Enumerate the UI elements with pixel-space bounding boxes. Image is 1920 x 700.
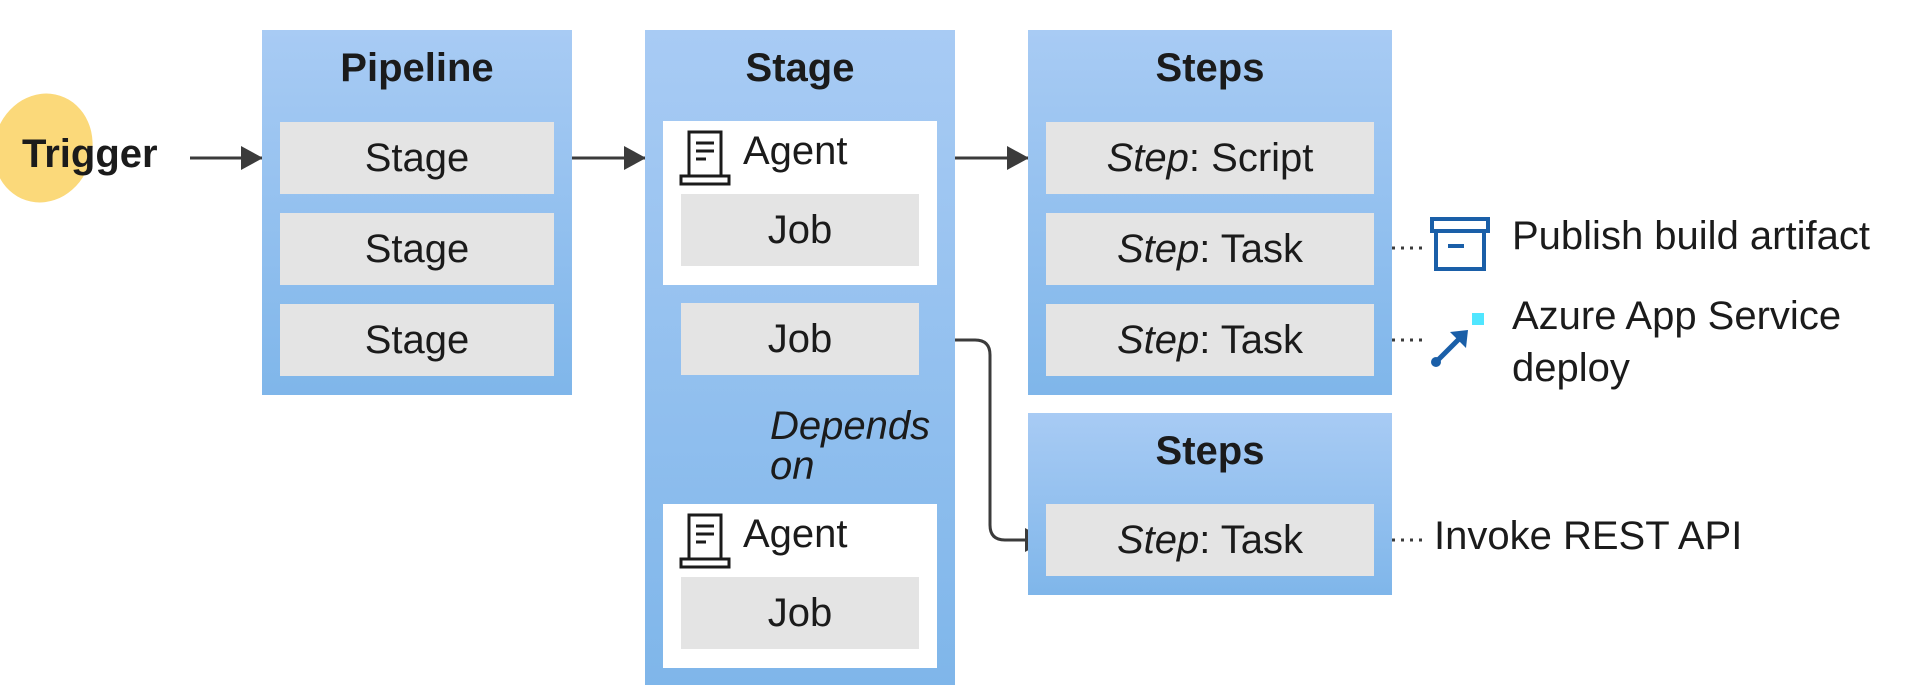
depends-on-line-1: Depends xyxy=(770,404,931,448)
depends-on-label: Depends on xyxy=(770,406,930,486)
step-task-azure: Step: Task xyxy=(1046,304,1374,376)
step-suffix: : Script xyxy=(1188,135,1314,180)
step-suffix: : Task xyxy=(1199,226,1304,271)
depends-on-line-2: on xyxy=(770,444,815,488)
publish-artifact-label: Publish build artifact xyxy=(1512,214,1870,258)
archive-box-icon xyxy=(1430,217,1490,271)
step-prefix: Step xyxy=(1116,517,1200,562)
job-3: Job xyxy=(681,577,919,649)
step-task-rest: Step: Task xyxy=(1046,504,1374,576)
invoke-rest-label: Invoke REST API xyxy=(1434,514,1743,558)
job-1: Job xyxy=(681,194,919,266)
azure-deploy-line-1: Azure App Service xyxy=(1512,294,1842,338)
agent-label-1: Agent xyxy=(743,129,848,173)
stage-title: Stage xyxy=(745,46,855,90)
steps-title-upper: Steps xyxy=(1155,46,1265,90)
stage-panel: Stage Agent Job Job Agent Job xyxy=(645,30,955,685)
step-script: Step: Script xyxy=(1046,122,1374,194)
job-2: Job xyxy=(681,303,919,375)
trigger-label: Trigger xyxy=(22,132,158,176)
server-icon xyxy=(679,513,731,569)
steps-panel-lower: Steps Step: Task xyxy=(1028,413,1392,595)
steps-title-lower: Steps xyxy=(1155,429,1265,473)
pipeline-stage-2: Stage xyxy=(280,213,554,285)
pipeline-stage-3: Stage xyxy=(280,304,554,376)
step-prefix: Step xyxy=(1116,226,1200,271)
deploy-arrow-icon xyxy=(1431,313,1484,367)
pipeline-panel: Pipeline Stage Stage Stage xyxy=(262,30,572,395)
arrow-job-to-lower-steps xyxy=(919,338,1047,552)
azure-deploy-label: Azure App Service deploy xyxy=(1512,290,1841,394)
steps-panel-upper: Steps Step: Script Step: Task Step: Task xyxy=(1028,30,1392,395)
step-task-publish: Step: Task xyxy=(1046,213,1374,285)
pipeline-title: Pipeline xyxy=(340,46,494,90)
step-prefix: Step xyxy=(1106,135,1189,180)
agent-label-2: Agent xyxy=(743,512,848,556)
server-icon xyxy=(679,130,731,186)
step-suffix: : Task xyxy=(1199,317,1304,362)
pipeline-stage-1: Stage xyxy=(280,122,554,194)
agent-box-2: Agent Job xyxy=(663,504,937,668)
step-prefix: Step xyxy=(1116,317,1200,362)
agent-box-1: Agent Job xyxy=(663,121,937,285)
azure-deploy-line-2: deploy xyxy=(1512,346,1630,390)
step-suffix: : Task xyxy=(1199,517,1304,562)
